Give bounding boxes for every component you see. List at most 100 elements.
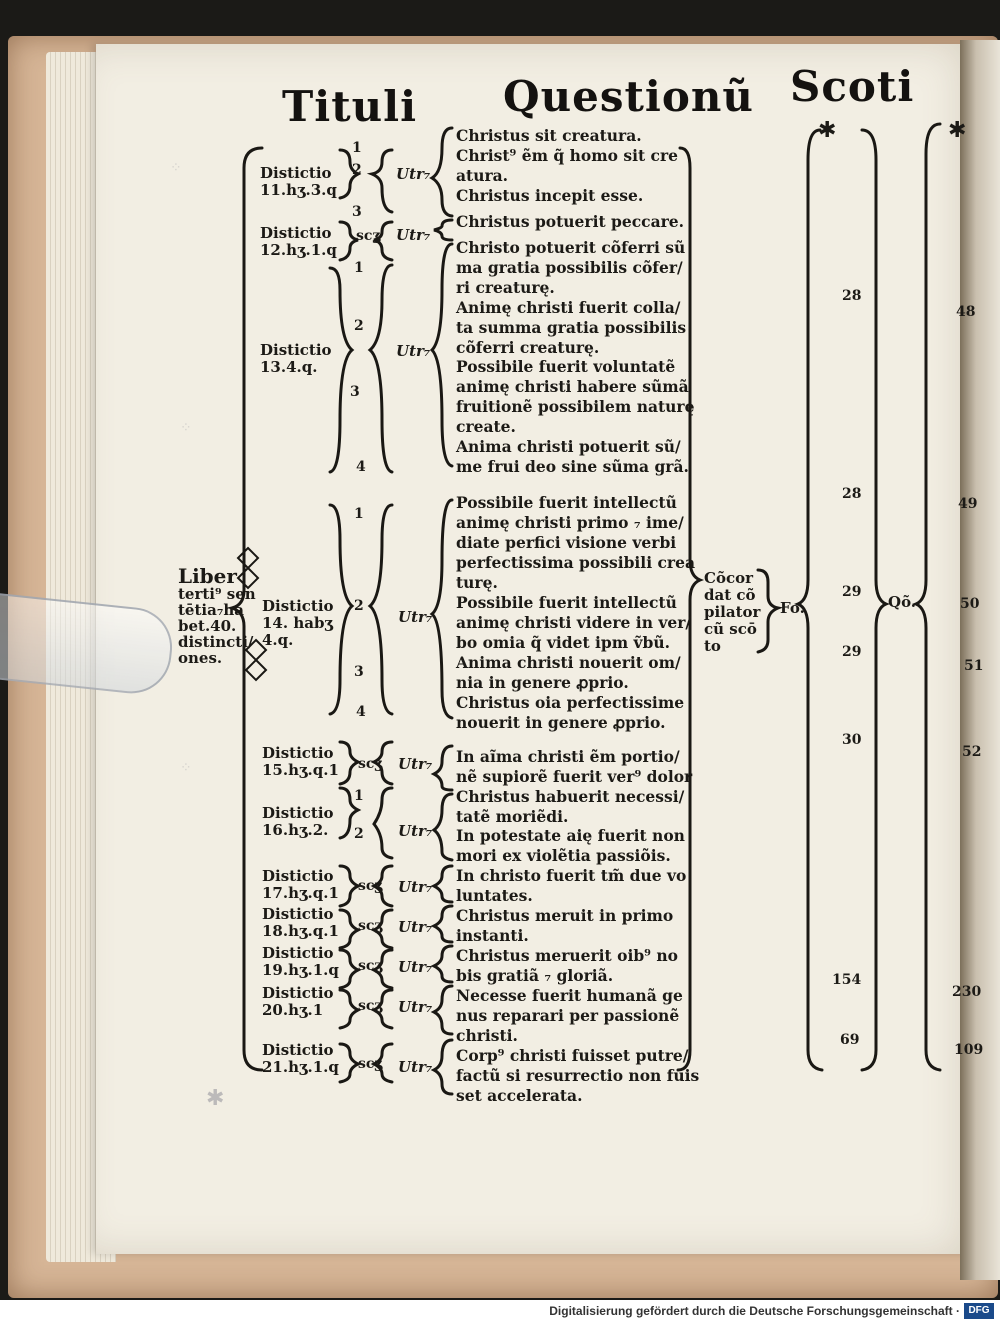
dfg-logo: DFG (964, 1303, 994, 1319)
question-number-right: 52 (962, 744, 982, 760)
text-line: Christus sit creatura. (456, 126, 642, 145)
text-line: christi. (456, 1025, 518, 1045)
text-line: Christus meruit in primo (456, 906, 674, 926)
concordance-line: to (704, 637, 721, 655)
text-line: Anima christi potuerit sũ/ (456, 437, 681, 457)
utrum-word: Utr₇ (398, 998, 433, 1016)
utrum-word: Utr₇ (398, 608, 433, 626)
text-line: turę. (456, 573, 498, 593)
question-number: 2 (354, 826, 364, 842)
margin-line: Liber (178, 564, 237, 588)
text-line: me frui deo sine sũma grã. (456, 457, 689, 477)
text-line: Animę christi fuerit colla/ (456, 297, 681, 317)
asterisk-ornament-icon: ✱ (818, 118, 837, 143)
text-line: animę christi videre in ver/ (456, 612, 692, 632)
utrum-word: Utr₇ (398, 918, 433, 936)
text-line: instanti. (456, 926, 529, 946)
question-label: Qõ. (888, 593, 917, 611)
text-line: Christus potuerit peccare. (456, 211, 685, 231)
question-number: scʒ (358, 918, 383, 934)
question-number: 1 (352, 140, 362, 156)
utrum-word: Utr₇ (398, 958, 433, 976)
text-line: luntates. (456, 886, 533, 906)
outer-left-bracket (226, 146, 264, 1072)
text-line: nouerit in genere ꝓprio. (456, 712, 666, 732)
asterisk-ornament-icon: ✱ (948, 118, 967, 143)
question-number-right: 51 (964, 658, 984, 674)
folio-number: 28 (842, 288, 862, 304)
text-line: factũ si resurrectio non fuis (456, 1065, 700, 1085)
text-line: tatẽ moriẽdi. (456, 806, 569, 826)
question-number-right: 48 (956, 304, 976, 320)
margin-line: terti⁹ sen (178, 585, 256, 603)
folio-label: Fo. (780, 599, 805, 617)
show-through: ⁘ (180, 420, 192, 436)
question-number: 3 (354, 664, 364, 680)
text-line: bis gratiã ₇ gloriã. (456, 966, 614, 986)
concordance-line: pilator (704, 603, 761, 621)
text-line: Christo potuerit cõferri sũ (456, 237, 686, 257)
folio-number: 69 (840, 1032, 860, 1048)
question-number: 3 (350, 384, 360, 400)
question-number: 4 (356, 459, 366, 475)
text-line: animę christi primo ₇ ime/ (456, 513, 684, 533)
text-line: Possibile fuerit intellectũ (456, 493, 677, 513)
text-line: Possibile fuerit intellectũ (456, 592, 677, 612)
question-number: 2 (354, 318, 364, 334)
left-margin-note: Liber terti⁹ sen tētia₇ha bet.40. distin… (178, 566, 256, 666)
margin-line: distincti/ (178, 633, 254, 651)
footer-credit: Digitalisierung gefördert durch die Deut… (549, 1304, 960, 1318)
text-line: Christ⁹ ẽm q̃ homo sit cre (456, 145, 679, 165)
question-number: scʒ (358, 958, 383, 974)
concordance-note: Cõcor dat cõ pilator cũ scō to (704, 570, 760, 655)
question-number: scʒ (358, 878, 383, 894)
text-line: ta summa gratia possibilis (456, 317, 687, 337)
question-number: 2 (354, 598, 364, 614)
text-line: Christus oia perfectissime (456, 692, 685, 712)
question-number-right: 49 (958, 496, 978, 512)
text-line: Christus meruerit oib⁹ no (456, 946, 678, 966)
text-line: In christo fuerit tm̃ due vo (456, 866, 687, 886)
question-number-right: 50 (960, 596, 980, 612)
text-line: set accelerata. (456, 1085, 583, 1105)
text-line: Christus habuerit necessi/ (456, 786, 685, 806)
concordance-line: cũ scō (704, 620, 757, 638)
text-line: bo omia q̃ videt ipm ṽbũ. (456, 632, 671, 652)
text-line: In potestate aię fuerit non (456, 826, 685, 846)
utrum-word: Utr₇ (398, 1058, 433, 1076)
text-line: In aĩma christi ẽm portio/ (456, 746, 680, 766)
text-line: nia in genere ꝓprio. (456, 672, 629, 692)
text-line: Anima christi nouerit om/ (456, 652, 681, 672)
text-line: nus reparari per passionẽ (456, 1006, 680, 1026)
utrum-word: Utr₇ (398, 755, 433, 773)
question-number: scʒ (358, 1056, 383, 1072)
text-line: Possibile fuerit voluntatẽ (456, 357, 676, 377)
text-line: atura. (456, 165, 509, 185)
text-line: ri creaturę. (456, 277, 555, 297)
folio-number: 154 (832, 972, 862, 988)
main-question-text: Christus sit creatura. Christ⁹ ẽm q̃ hom… (456, 126, 699, 1106)
text-line: diate perfici visione verbi (456, 533, 677, 553)
text-line: Christus incepit esse. (456, 185, 644, 205)
main-right-bracket (676, 146, 705, 1072)
book-gutter (960, 40, 1000, 1280)
folio-number: 29 (842, 644, 862, 660)
question-number-right: 230 (952, 984, 982, 1000)
header-questionum: Questionũ (503, 72, 754, 121)
question-number: 4 (356, 704, 366, 720)
text-line: nẽ supiorẽ fuerit ver⁹ dolor (456, 766, 693, 786)
folio-number: 30 (842, 732, 862, 748)
utrum-word: Utr₇ (398, 878, 433, 896)
question-number: 1 (354, 506, 364, 522)
question-number: 2 (352, 162, 362, 178)
utrum-word: Utr₇ (396, 342, 431, 360)
